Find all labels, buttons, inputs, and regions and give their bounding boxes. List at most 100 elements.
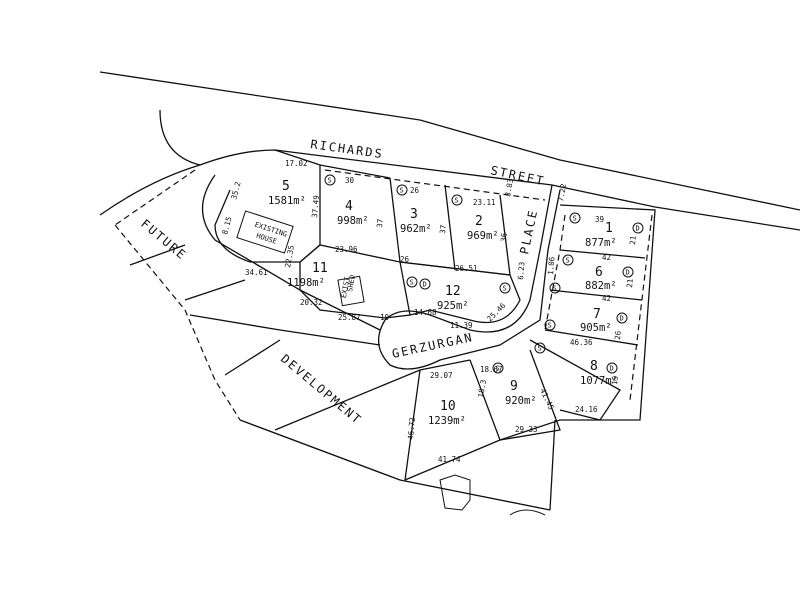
dim-label: 39 [595,215,604,224]
lot-5-number: 5 [282,179,290,194]
development-boundary-1 [189,314,381,346]
sewer-symbol: S [492,362,504,374]
dim-label: 1.06 [546,256,557,275]
lot-1-area: 877m² [585,237,617,249]
sewer-symbol: S [406,276,418,288]
street-label-street: STREET [489,163,546,188]
sewer-symbol: S [569,212,581,224]
exist-shed-label-1: EXIST [340,276,352,299]
svg-text:D: D [620,315,624,323]
svg-text:S: S [503,285,507,293]
dim-label: 15 [610,375,620,385]
lot-10-area: 1239m² [428,415,466,427]
street-boundary-cul-de-sac [159,109,201,166]
lot-8-area: 1077m² [580,375,618,387]
sewer-symbol: S [534,342,546,354]
development-boundary-2 [224,339,281,376]
svg-text:S: S [548,322,552,330]
lot-3-area: 962m² [400,223,432,235]
svg-text:S: S [553,285,557,293]
lot-6-number: 6 [595,265,603,280]
lot-8-boundary [529,339,621,421]
future-boundary-left [99,164,201,216]
lot-10-boundary [404,359,501,481]
street-label-gerzurgan: GERZURGAN [391,330,475,361]
sewer-symbol: S [396,184,408,196]
drain-symbol: D [606,362,618,374]
dim-label: 21 [628,235,638,245]
street-boundary-north [99,71,800,211]
sewer-symbol: S [549,282,561,294]
lot-8-number: 8 [590,359,598,374]
lot-boundaries-top [319,164,511,276]
svg-text:D: D [626,269,630,277]
svg-text:S: S [455,197,459,205]
lot-2-area: 969m² [467,230,499,242]
development-boundary-6 [184,279,246,301]
exist-shed-box [337,275,365,307]
sewer-symbol: S [324,174,336,186]
drain-symbol: D [419,278,431,290]
dim-label: 34.61 [245,268,268,277]
bottom-curve [509,509,546,516]
dim-label: 3.83 [503,178,515,197]
lot-dashed-top [324,169,546,201]
street-label-richards: RICHARDS [310,137,385,161]
dim-label: 42 [602,253,611,262]
lot-10-extension [499,419,600,511]
lot-12-boundary [399,261,521,324]
dim-label: 8.15 [220,216,233,236]
dim-label: 26 [410,186,420,195]
development-boundary-5 [129,244,186,266]
dim-label: 7.22 [556,183,568,202]
lot-1-number: 1 [605,221,613,236]
exist-shed-label-2: SHED [346,274,357,292]
dim-label: 26 [400,255,410,264]
svg-text:S: S [573,215,577,223]
drain-symbol: D [632,222,644,234]
right-lots-separators [544,249,646,346]
lot-11-area: 1198m² [287,277,325,289]
drain-symbol: D [622,266,634,278]
dim-label: 41.74 [438,455,461,464]
lot-10-number: 10 [440,399,456,414]
lot-4-number: 4 [345,199,353,214]
dim-label: 46.72 [406,417,417,440]
dim-label: 37.49 [310,195,321,218]
lot-9-number: 9 [510,379,518,394]
svg-text:D: D [610,365,614,373]
lot-12-number: 12 [445,284,461,299]
svg-text:D: D [636,225,640,233]
street-label-development: DEVELOPMENT [278,352,365,428]
right-lots-outer [559,204,656,421]
development-boundary-4 [239,419,551,511]
svg-text:S: S [400,187,404,195]
street-label-future: FUTURE [138,217,189,263]
future-boundary-dashed [114,224,241,421]
dim-label: 25.87 [338,313,361,322]
future-boundary-left-dash [114,169,196,226]
dim-label: 26.51 [455,264,478,273]
dim-label: 25.46 [485,301,508,324]
drain-symbol: D [616,312,628,324]
lot-3-number: 3 [410,207,418,222]
dim-label: 20.32 [300,298,323,307]
svg-text:S: S [566,257,570,265]
lot-7-number: 7 [593,307,601,322]
svg-text:S: S [496,365,500,373]
dim-label: 6.23 [516,261,527,280]
sewer-symbol: S [544,319,556,331]
existing-house-box [236,210,294,254]
dim-label: 30 [345,176,355,185]
dim-label: 23.96 [335,245,358,254]
dim-label: 29.07 [430,371,453,380]
lot-2-number: 2 [475,214,483,229]
dim-label: 18.67 [480,365,503,374]
sewer-symbol: S [451,194,463,206]
development-boundary-3 [274,369,421,431]
lot-12-area: 925m² [437,300,469,312]
svg-text:D: D [423,281,427,289]
lot-9-boundary [469,349,561,441]
dim-label: 18.3 [476,379,488,398]
lot-11-boundary [299,244,411,319]
